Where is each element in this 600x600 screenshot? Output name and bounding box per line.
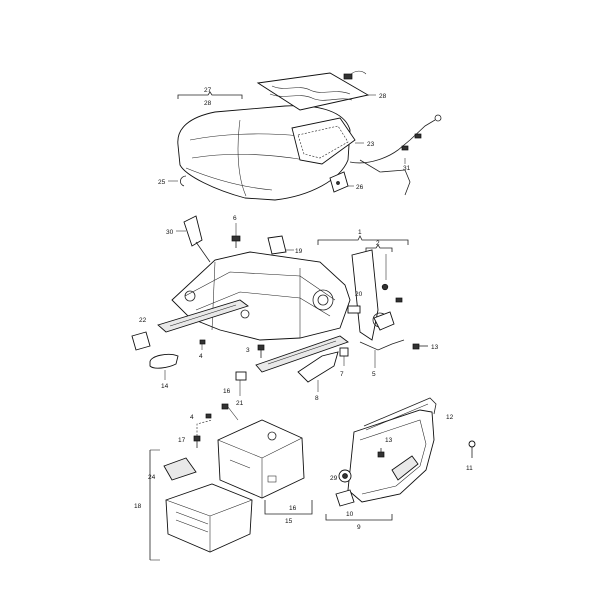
- bolt-13-right: [412, 343, 428, 350]
- label-8: 8: [315, 395, 319, 402]
- clip-4-bottom: [205, 413, 212, 419]
- clip-4-left: [199, 339, 206, 350]
- tray-housing-15: [217, 419, 305, 499]
- seat-frame: [171, 251, 351, 341]
- trim-cover-8: [297, 351, 339, 392]
- label-28: 28: [204, 100, 212, 107]
- label-14: 14: [161, 383, 169, 390]
- seat-cover-28: [256, 70, 376, 111]
- label-16-bottom: 16: [289, 505, 297, 512]
- label-28-cover: 28: [379, 93, 387, 100]
- label-22: 22: [139, 317, 147, 324]
- label-20: 20: [355, 291, 363, 298]
- label-24: 24: [148, 474, 156, 481]
- label-11: 11: [466, 465, 473, 472]
- label-12: 12: [446, 414, 454, 421]
- label-23: 23: [367, 141, 375, 148]
- label-5: 5: [372, 371, 376, 378]
- bolt-17: [193, 419, 213, 448]
- screw-13-bottom: [377, 448, 385, 458]
- label-1: 1: [358, 229, 362, 236]
- side-cover-9: [347, 409, 435, 503]
- bolt-3: [257, 344, 265, 358]
- label-4-bottom: 4: [190, 414, 194, 421]
- label-9: 9: [357, 524, 361, 531]
- label-15: 15: [285, 518, 293, 525]
- clip-25: [168, 175, 187, 187]
- handle-14: [149, 353, 179, 380]
- label-6: 6: [233, 215, 237, 222]
- bolt-6: [231, 223, 241, 248]
- knob-10: [335, 489, 355, 507]
- label-29: 29: [330, 475, 338, 482]
- bracket-15-16: [264, 500, 313, 515]
- label-13-right: 13: [431, 344, 439, 351]
- label-17: 17: [178, 437, 186, 444]
- bracket-18: [149, 449, 160, 561]
- label-19: 19: [295, 248, 303, 255]
- clip-20: [347, 305, 361, 314]
- drawer-18: [165, 483, 253, 553]
- label-2: 2: [376, 240, 380, 247]
- clip-11: [468, 440, 476, 458]
- switch-29: [338, 469, 352, 483]
- nut-2: [381, 283, 403, 303]
- bracket-26: [329, 171, 354, 193]
- trim-strip-12: [363, 397, 437, 431]
- label-18: 18: [134, 503, 142, 510]
- seat-rails: [157, 299, 349, 373]
- callout-labels: 27 28 28 23 25 26 31 30 6 19 1 2 20 22 1…: [134, 87, 473, 531]
- clip-21: [235, 371, 247, 396]
- clip-16-top: [221, 403, 239, 421]
- label-26: 26: [356, 184, 364, 191]
- label-4-left: 4: [199, 353, 203, 360]
- bracket-27-28: [177, 91, 243, 99]
- side-bracket-5: [351, 249, 405, 368]
- label-25: 25: [158, 179, 166, 186]
- wiring-harness-31: [349, 114, 442, 196]
- label-10: 10: [346, 511, 354, 518]
- label-21: 21: [236, 400, 244, 407]
- label-3: 3: [246, 347, 250, 354]
- label-13-bottom: 13: [385, 437, 393, 444]
- label-7: 7: [340, 371, 344, 378]
- label-27: 27: [204, 87, 212, 94]
- label-30: 30: [166, 229, 174, 236]
- label-16-top: 16: [223, 388, 231, 395]
- seat-belt-buckle-30: [176, 215, 211, 263]
- bracket-9-10: [325, 514, 393, 521]
- bracket-19: [267, 235, 294, 255]
- label-31: 31: [403, 165, 411, 172]
- seat-heater-mat-23: [291, 117, 364, 165]
- mat-24: [163, 457, 197, 481]
- clip-7: [339, 347, 349, 366]
- bracket-22: [131, 331, 151, 351]
